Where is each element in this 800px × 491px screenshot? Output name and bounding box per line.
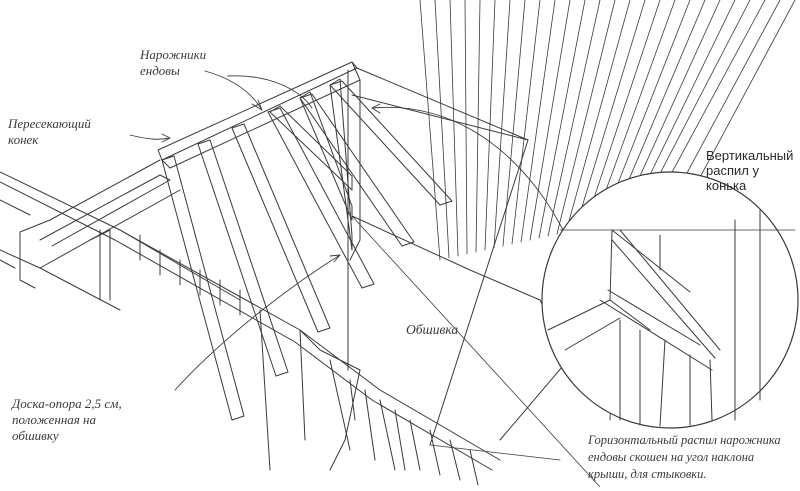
vertical-cut-label-line-3: конька	[706, 178, 747, 193]
ledger-board-label-line-3: обшивку	[12, 428, 59, 443]
roof-board	[539, 0, 585, 238]
valley-jacks	[270, 79, 352, 250]
roof-board	[557, 0, 615, 234]
rafters	[162, 81, 452, 420]
valley-jack	[300, 92, 352, 220]
vertical-cut-label: Вертикальный распил у конька	[706, 148, 793, 193]
roof-board	[512, 0, 540, 244]
roof-board	[548, 0, 600, 236]
intersecting-ridge-label-line-2: конек	[8, 132, 39, 147]
rafter	[232, 124, 330, 332]
ledger-board-label: Доска-опора 2,5 см, положенная на обшивк…	[12, 396, 122, 444]
rafter	[162, 156, 244, 420]
rafter	[268, 108, 374, 288]
valley-jacks-label-line-1: Нарожники	[140, 47, 207, 62]
roof-board	[420, 0, 440, 260]
roof-board	[494, 0, 510, 248]
intersecting-ridge-label-line-1: Пересекающий	[8, 116, 91, 131]
roof-board	[435, 0, 449, 258]
valley-jacks-label: Нарожники ендовы	[140, 47, 206, 79]
horizontal-cut-label-line-1: Горизонтальный распил нарожника	[588, 433, 781, 447]
valley-jack	[330, 79, 352, 250]
sheathing-label: Обшивка	[406, 322, 459, 337]
valley-jack	[270, 106, 352, 190]
vertical-cut-label-line-2: распил у	[706, 163, 759, 178]
rafter	[300, 94, 414, 246]
sheathing-panel	[352, 95, 568, 460]
intersecting-ridge-label: Пересекающий конек	[8, 116, 91, 148]
roof-board	[566, 0, 630, 232]
roof-board	[521, 0, 555, 242]
vertical-cut-label-line-1: Вертикальный	[706, 148, 794, 163]
roof-board	[584, 0, 660, 228]
ledger-board-label-line-2: положенная на	[12, 412, 97, 427]
detail-magnifier	[542, 172, 798, 428]
horizontal-cut-label-line-3: крыши, для стыковки.	[588, 467, 707, 481]
horizontal-cut-label-line-2: ендовы скошен на угол наклона	[588, 450, 755, 464]
roof-board	[575, 0, 645, 230]
wall-framing	[0, 160, 500, 485]
valley-jacks-label-line-2: ендовы	[140, 63, 180, 78]
roof-board	[530, 0, 570, 240]
roof-board	[476, 0, 480, 252]
rafter	[330, 81, 452, 205]
horizontal-cut-label: Горизонтальный распил нарожника ендовы с…	[588, 432, 781, 483]
roof-board	[450, 0, 458, 256]
rafter	[198, 140, 288, 376]
roof-board	[485, 0, 495, 250]
ledger-board-label-line-1: Доска-опора 2,5 см,	[12, 396, 122, 411]
roof-board	[683, 0, 796, 210]
